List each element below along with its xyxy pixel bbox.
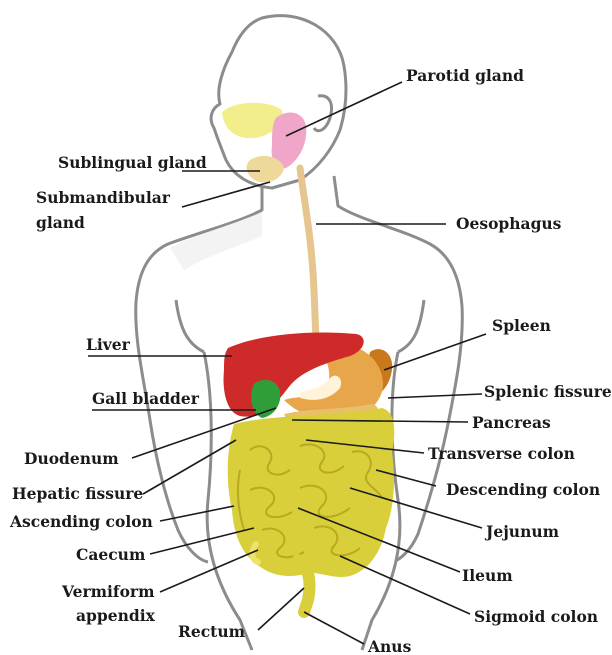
label-gall-bladder: Gall bladder: [92, 389, 200, 408]
label-rectum: Rectum: [178, 622, 246, 641]
label-oesophagus: Oesophagus: [456, 214, 562, 233]
label-anus: Anus: [367, 637, 412, 655]
label-vermiform-line1: Vermiform: [61, 582, 155, 601]
label-vermiform-line2: appendix: [76, 606, 156, 625]
label-ascending-colon: Ascending colon: [9, 512, 153, 531]
oesophagus-organ: [300, 168, 316, 340]
label-sublingual-gland: Sublingual gland: [58, 153, 207, 172]
label-jejunum: Jejunum: [484, 522, 560, 541]
label-descending-colon: Descending colon: [446, 480, 600, 499]
label-transverse-colon: Transverse colon: [428, 444, 575, 463]
label-hepatic-fissure: Hepatic fissure: [12, 484, 143, 503]
label-pancreas: Pancreas: [472, 413, 551, 432]
label-sigmoid-colon: Sigmoid colon: [474, 607, 598, 626]
label-duodenum: Duodenum: [24, 449, 119, 468]
rectum-organ: [298, 560, 310, 612]
label-parotid-gland: Parotid gland: [406, 66, 524, 85]
label-spleen: Spleen: [492, 316, 551, 335]
label-submandibular-line1: Submandibular: [36, 188, 171, 207]
label-ileum: Ileum: [462, 566, 513, 585]
label-liver: Liver: [86, 335, 131, 354]
label-splenic-fissure: Splenic fissure: [484, 382, 612, 401]
label-submandibular-line2: gland: [36, 213, 85, 232]
label-caecum: Caecum: [76, 545, 146, 564]
